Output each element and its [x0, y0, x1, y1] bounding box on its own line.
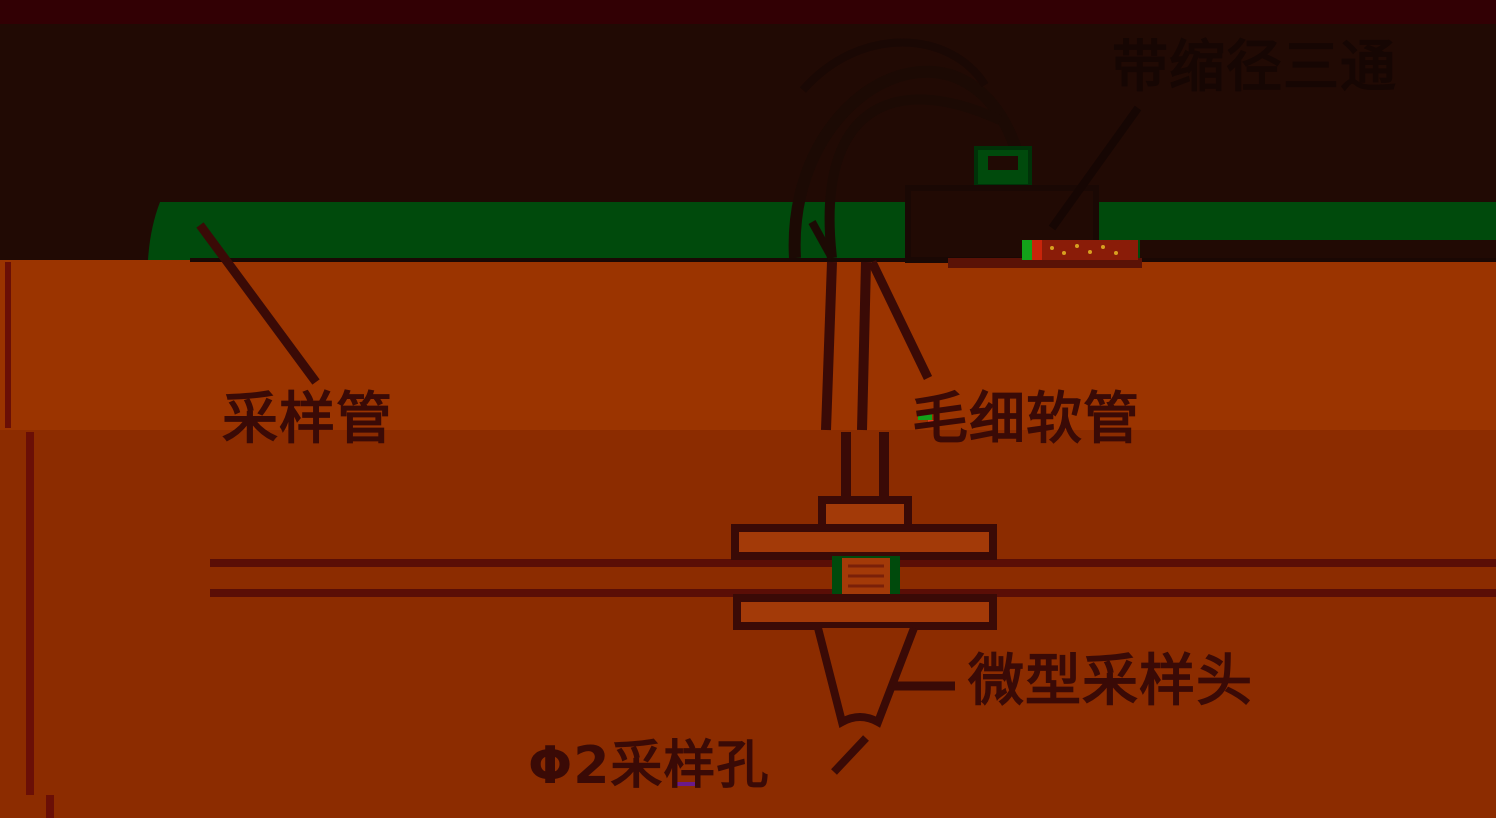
label-sampling-tube: 采样管	[222, 387, 393, 452]
leader-line-tee	[1048, 105, 1142, 231]
tee-seal-dot	[1075, 244, 1079, 248]
speck-purple	[676, 782, 700, 786]
label-reducing-tee: 带缩径三通	[1112, 35, 1397, 100]
capillary-hose-inner-loop	[824, 94, 1003, 259]
tee-seal-red	[1032, 240, 1042, 260]
label-capillary-hose: 毛细软管	[912, 387, 1140, 452]
tee-seal-dot	[1088, 250, 1092, 254]
capillary-hose-inner-lead	[808, 220, 836, 260]
tee-seal-dot	[1050, 246, 1054, 250]
tee-seal-dot	[1062, 251, 1066, 255]
head-top-collar	[818, 496, 912, 532]
capillary-hose-down-1	[821, 261, 837, 431]
leader-line-tube	[196, 222, 320, 385]
head-core-thread	[848, 564, 884, 588]
tee-base	[948, 258, 1142, 268]
tee-seal-dot	[1114, 251, 1118, 255]
leader-line-hole	[831, 735, 869, 775]
tee-seal-green	[1022, 240, 1032, 260]
leader-line-hose	[867, 260, 933, 380]
head-upper-flange	[731, 524, 997, 560]
capillary-hose-outer-ghost	[799, 38, 989, 93]
label-sampling-hole: Φ2采样孔	[528, 736, 770, 796]
label-micro-sampling-head: 微型采样头	[968, 649, 1253, 714]
capillary-hose-outer-loop	[788, 65, 1028, 259]
head-lower-flange	[733, 594, 997, 630]
sampling-tube	[148, 202, 1496, 260]
tee-seal-dot	[1101, 245, 1105, 249]
capillary-hose-down-2	[857, 261, 871, 431]
micro-sampling-head-tip	[814, 626, 918, 729]
tee-cap-inner	[988, 156, 1018, 170]
top-band	[0, 0, 1496, 24]
speck-red	[928, 420, 936, 426]
speck-green	[918, 414, 932, 420]
